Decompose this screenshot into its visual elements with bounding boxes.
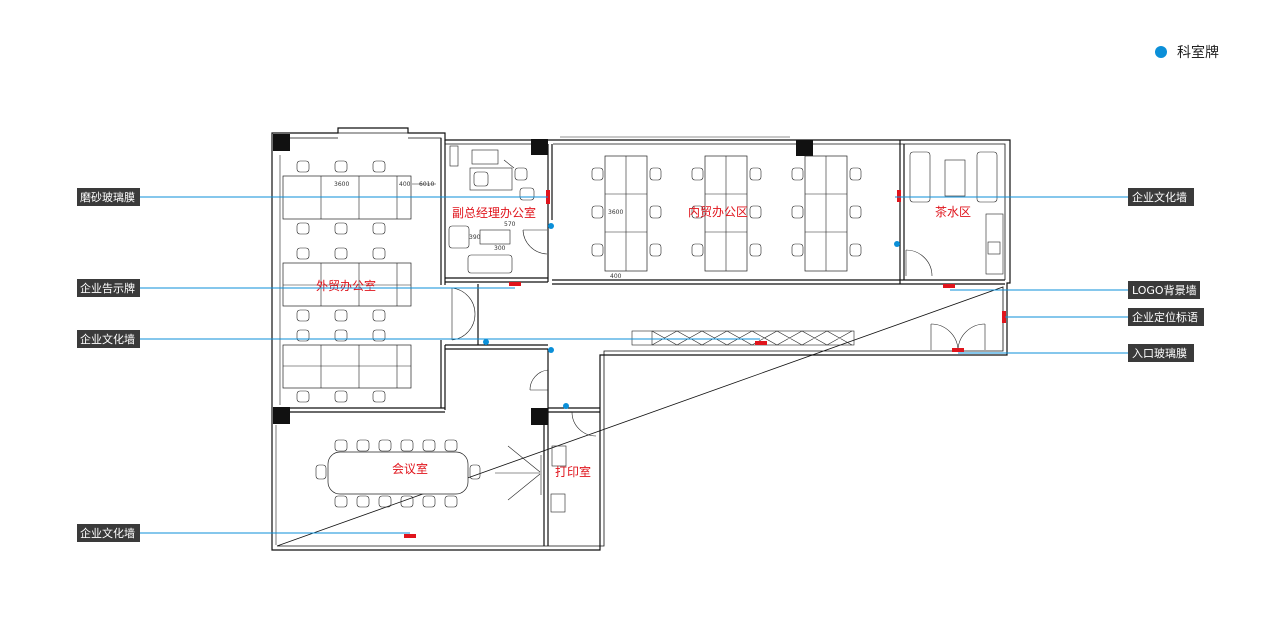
dim-570: 570 xyxy=(504,221,516,228)
svg-text:企业文化墙: 企业文化墙 xyxy=(80,526,135,540)
room-label-meeting: 会议室 xyxy=(392,461,428,476)
callout-culture-wall-1: 企业文化墙 xyxy=(77,330,140,348)
room-label-print: 打印室 xyxy=(555,464,591,479)
dim-390: 390 xyxy=(469,234,481,241)
entrance-door xyxy=(930,323,986,351)
meeting-table xyxy=(327,451,469,495)
leader-lines xyxy=(140,196,1128,534)
domestic-office-desks xyxy=(604,155,848,272)
pillars xyxy=(273,134,813,425)
callout-notice-board: 企业告示牌 xyxy=(77,279,140,297)
svg-text:企业文化墙: 企业文化墙 xyxy=(80,332,135,346)
dim-3600-domestic: 3600 xyxy=(608,209,623,216)
door-print-room xyxy=(529,369,597,437)
domestic-office-chairs xyxy=(591,167,862,257)
dim-3600: 3600 xyxy=(334,181,349,188)
foreign-office-desks xyxy=(282,175,412,389)
legend-label: 科室牌 xyxy=(1177,44,1219,61)
meeting-chairs xyxy=(315,439,481,508)
svg-text:企业文化墙: 企业文化墙 xyxy=(1132,190,1187,204)
dim-6010: 6010 xyxy=(419,181,434,188)
callout-position-sign: 企业定位标语 xyxy=(1128,308,1204,326)
room-label-deputy-gm: 副总经理办公室 xyxy=(452,205,536,220)
dim-400-domestic: 400 xyxy=(610,273,622,280)
door-tea-area xyxy=(905,249,933,277)
svg-text:LOGO背景墙: LOGO背景墙 xyxy=(1132,283,1197,297)
callout-logo-wall: LOGO背景墙 xyxy=(1128,281,1200,299)
svg-text:磨砂玻璃膜: 磨砂玻璃膜 xyxy=(80,190,135,204)
print-room-furniture xyxy=(540,445,567,513)
door-deputy-office xyxy=(522,229,548,255)
callout-entrance-film: 入口玻璃膜 xyxy=(1128,344,1194,362)
room-label-tea-area: 茶水区 xyxy=(935,204,971,219)
projection-lines xyxy=(495,445,541,501)
deputy-office-furniture xyxy=(448,145,535,274)
dim-400: 400 xyxy=(399,181,411,188)
callout-culture-wall-2: 企业文化墙 xyxy=(77,524,140,542)
tea-area-furniture xyxy=(909,151,1004,275)
svg-text:企业告示牌: 企业告示牌 xyxy=(80,281,135,295)
department-sign-dots xyxy=(483,223,900,409)
callout-frosted-film: 磨砂玻璃膜 xyxy=(77,188,140,206)
legend-dot-icon xyxy=(1155,46,1167,58)
foreign-office-chairs xyxy=(296,160,386,403)
svg-text:企业定位标语: 企业定位标语 xyxy=(1132,310,1198,324)
dim-300: 300 xyxy=(494,245,506,252)
interior-walls xyxy=(277,138,1005,546)
door-foreign-office xyxy=(451,287,476,341)
reception-counter xyxy=(631,330,855,346)
room-label-domestic-trade: 内贸办公区 xyxy=(688,204,748,219)
room-label-foreign-trade: 外贸办公室 xyxy=(316,278,376,293)
callout-right-culture-wall: 企业文化墙 xyxy=(1128,188,1194,206)
svg-text:入口玻璃膜: 入口玻璃膜 xyxy=(1132,346,1187,360)
